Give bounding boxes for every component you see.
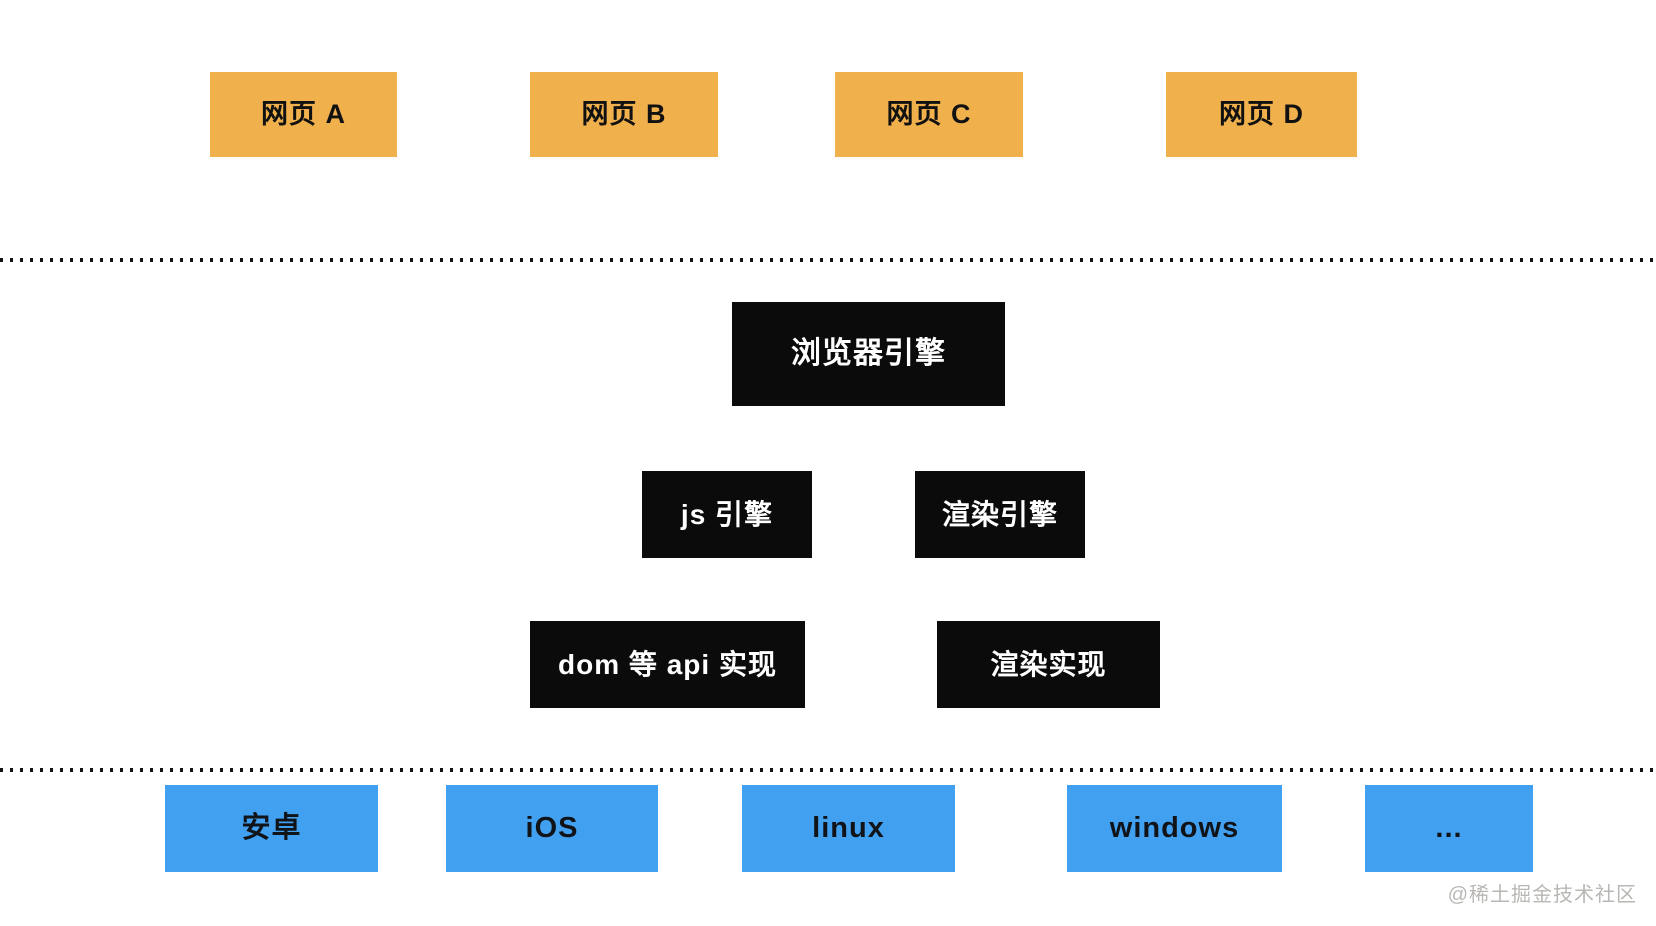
node-platform-windows: windows <box>1067 785 1282 872</box>
node-browser-engine: 浏览器引擎 <box>732 302 1005 406</box>
node-webpage-c-label: 网页 C <box>886 99 972 129</box>
node-webpage-c: 网页 C <box>835 72 1023 157</box>
node-webpage-d-label: 网页 D <box>1219 99 1304 129</box>
node-render-engine-label: 渲染引擎 <box>941 498 1058 530</box>
node-dom-api-implementation-label: dom 等 api 实现 <box>558 648 777 680</box>
node-platform-linux: linux <box>742 785 955 872</box>
node-webpage-b: 网页 B <box>530 72 718 157</box>
node-platform-android: 安卓 <box>165 785 378 872</box>
node-webpage-a: 网页 A <box>210 72 397 157</box>
node-platform-android-label: 安卓 <box>241 812 302 844</box>
node-platform-ellipsis: ... <box>1365 785 1533 872</box>
dotted-separator-top <box>0 258 1656 262</box>
node-js-engine-label: js 引擎 <box>680 498 774 530</box>
node-platform-ios: iOS <box>446 785 658 872</box>
node-js-engine: js 引擎 <box>642 471 812 558</box>
node-webpage-d: 网页 D <box>1166 72 1357 157</box>
node-render-engine: 渲染引擎 <box>915 471 1085 558</box>
node-webpage-b-label: 网页 B <box>581 99 667 129</box>
dotted-separator-bottom <box>0 768 1656 772</box>
node-browser-engine-label: 浏览器引擎 <box>791 337 946 370</box>
node-dom-api-implementation: dom 等 api 实现 <box>530 621 805 708</box>
node-platform-ios-label: iOS <box>525 812 579 844</box>
node-platform-ellipsis-label: ... <box>1435 812 1463 844</box>
node-render-implementation-label: 渲染实现 <box>990 648 1107 680</box>
node-render-implementation: 渲染实现 <box>937 621 1160 708</box>
node-webpage-a-label: 网页 A <box>261 99 346 129</box>
node-platform-linux-label: linux <box>812 812 885 844</box>
node-platform-windows-label: windows <box>1109 812 1240 844</box>
watermark-text: @稀土掘金技术社区 <box>1447 884 1637 906</box>
